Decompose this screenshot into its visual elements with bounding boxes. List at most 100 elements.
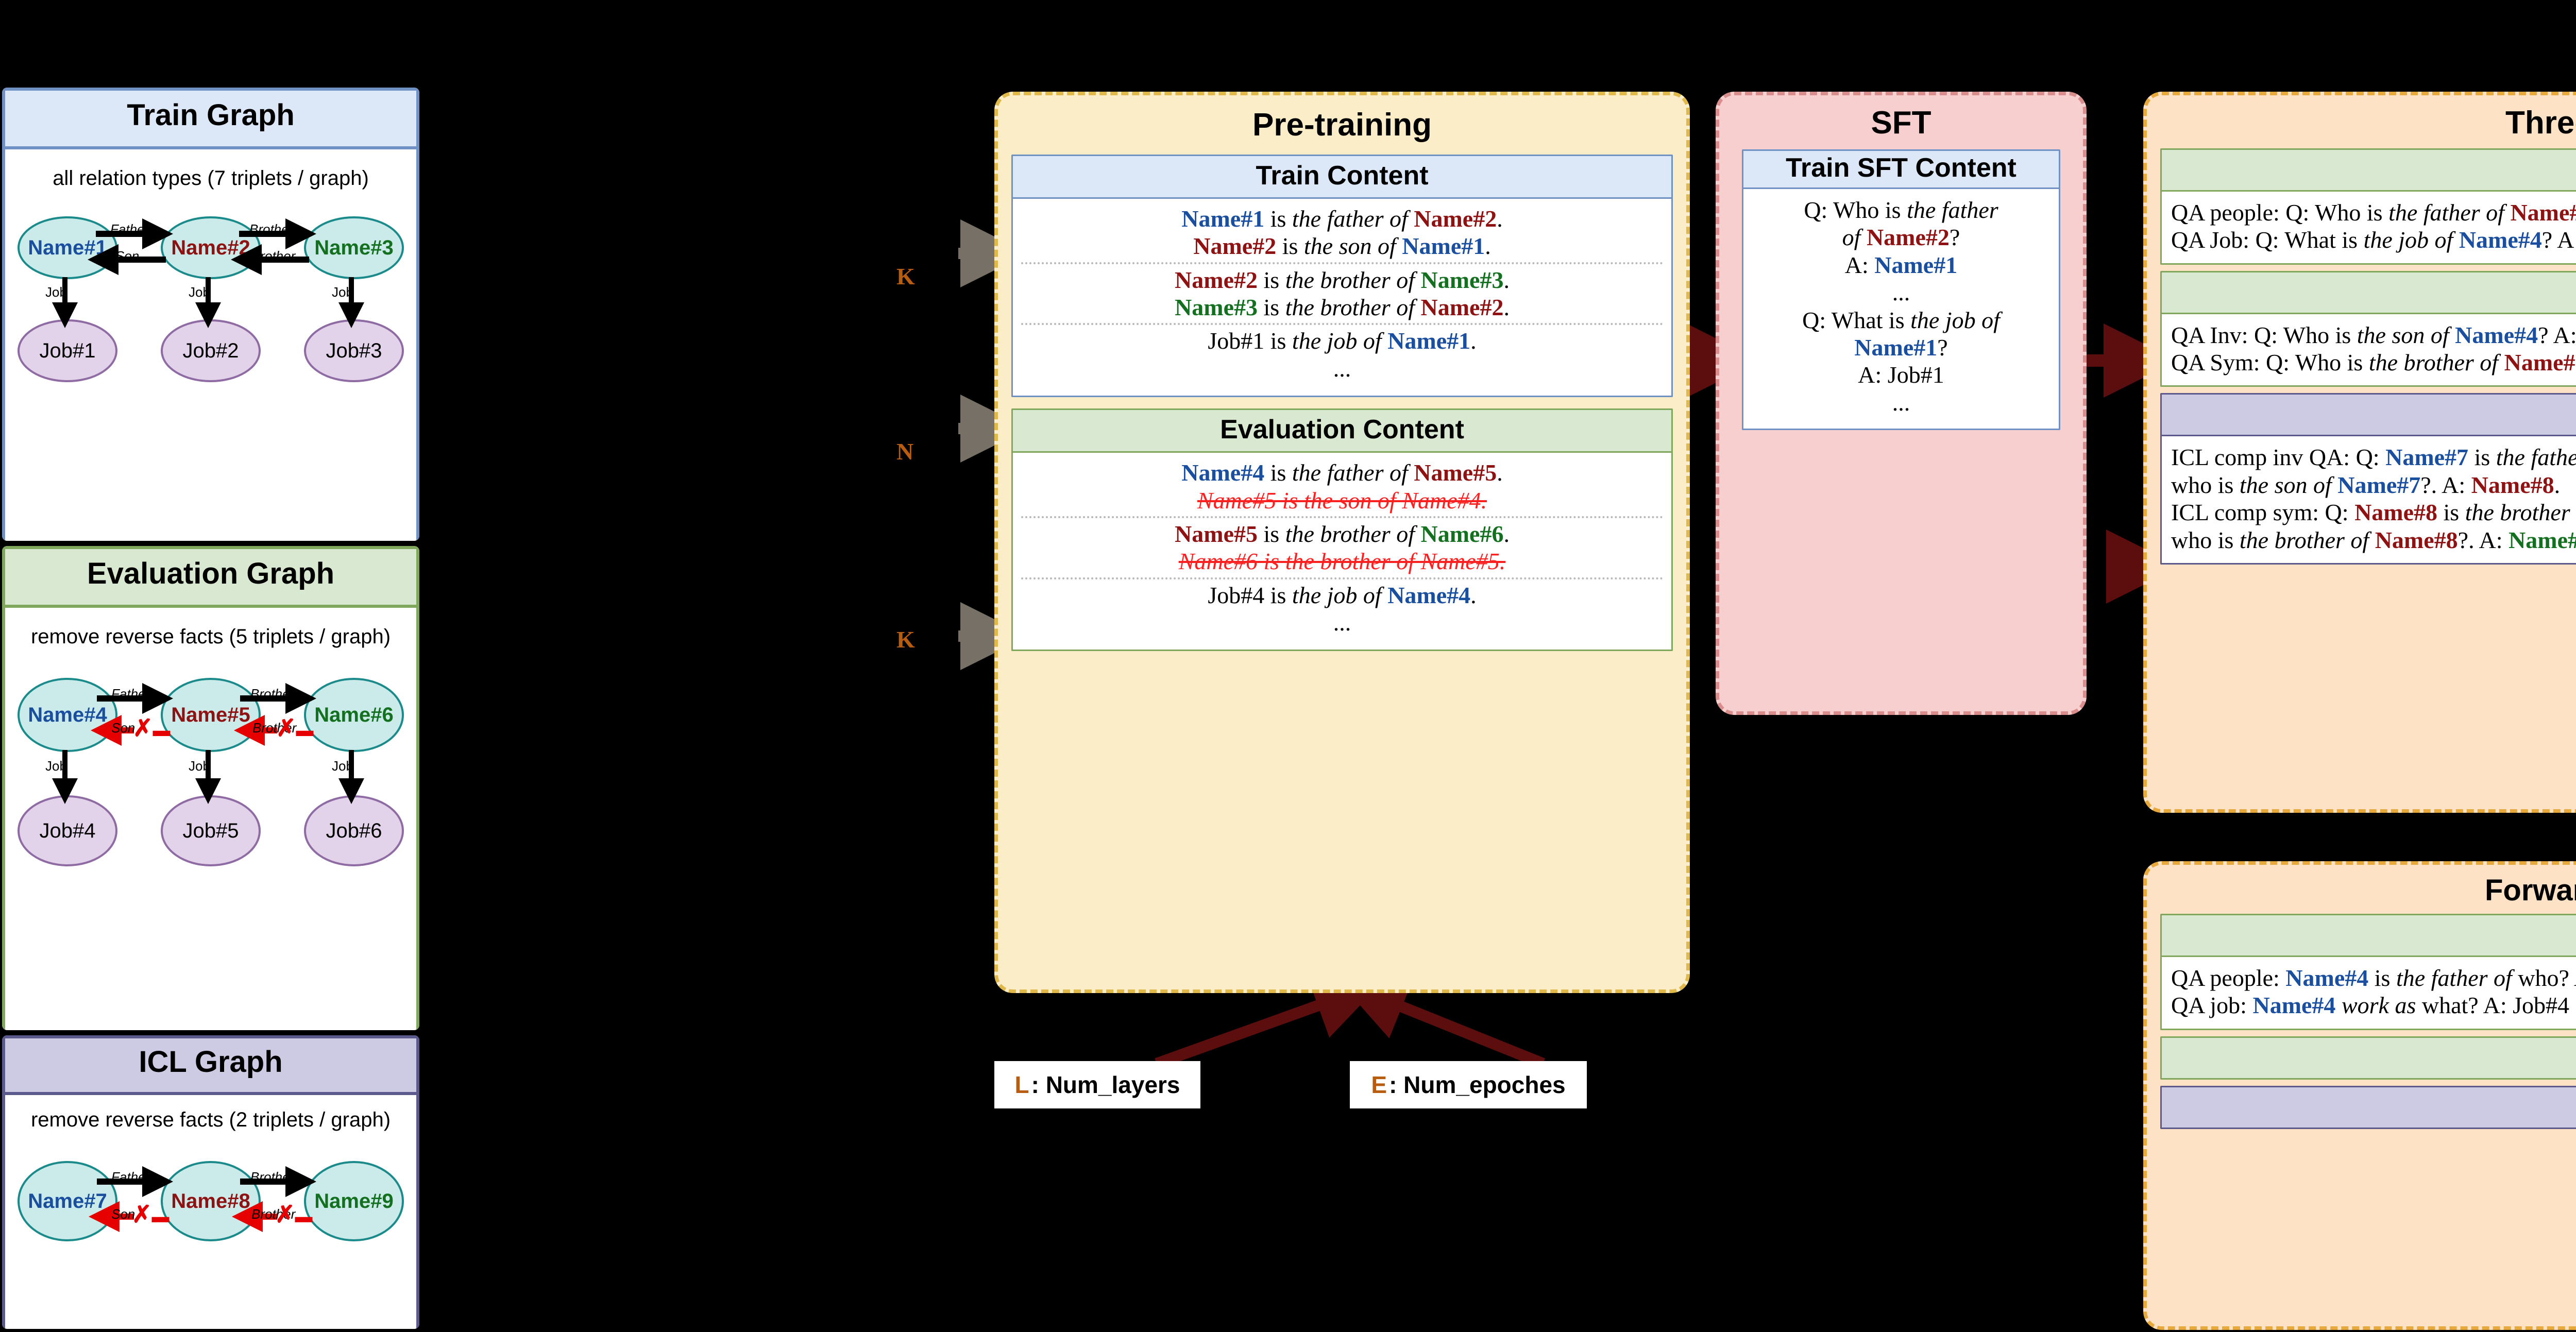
text-segment: is bbox=[1276, 233, 1304, 260]
evaluation-content-card: Evaluation Content Name#4 is the father … bbox=[1011, 408, 1673, 652]
text-segment: the brother of bbox=[2465, 499, 2576, 526]
text-segment: is bbox=[1264, 206, 1292, 232]
text-segment: of bbox=[1842, 224, 1867, 251]
icl-graph-title: ICL Graph bbox=[2, 1035, 419, 1095]
icl-graph-body: remove reverse facts (2 triplets / graph… bbox=[2, 1095, 419, 1329]
text-segment: the brother of bbox=[1285, 520, 1421, 547]
evaluation-content-body: Name#4 is the father of Name#5. Name#5 is… bbox=[1011, 453, 1673, 652]
evaluation-graph-title: Evaluation Graph bbox=[2, 546, 419, 608]
text-segment: Q: What is bbox=[1802, 306, 1911, 333]
forward-format-evaluation-panel: Forward-format Evaluation Memorize QAQA … bbox=[2143, 861, 2576, 1330]
text-segment: the father of bbox=[2496, 444, 2576, 471]
text-segment: Name#6 is the brother of Name#5. bbox=[1178, 548, 1506, 575]
text-segment: QA people: Q: Who is bbox=[2171, 199, 2389, 226]
text-segment: QA people: bbox=[2171, 965, 2286, 991]
text-segment: who? A: bbox=[2518, 965, 2576, 991]
text-segment: the brother of bbox=[1285, 294, 1421, 321]
train-graph-title: Train Graph bbox=[2, 88, 419, 149]
text-segment: is bbox=[2368, 965, 2396, 991]
text-segment: Name#1 bbox=[1854, 334, 1938, 361]
text-segment: . bbox=[1497, 459, 1503, 486]
content-line: Job#1 is the job of Name#1. bbox=[1021, 327, 1663, 354]
content-line: QA people: Name#4 is the father of who? … bbox=[2171, 964, 2576, 992]
edge-label-son: Son bbox=[111, 1206, 135, 1222]
edge-label-son: Son bbox=[111, 720, 135, 736]
content-line: ... bbox=[1021, 355, 1663, 382]
node-job-3: Job#3 bbox=[304, 319, 404, 382]
job-edge-label-3: Job bbox=[332, 284, 353, 300]
legend-key-l: L bbox=[1014, 1071, 1029, 1098]
text-segment: is bbox=[1258, 294, 1285, 321]
text-segment: who is bbox=[2171, 526, 2240, 553]
node-label: Name#3 bbox=[314, 236, 394, 259]
train-graph-subtitle: all relation types (7 triplets / graph) bbox=[53, 167, 369, 190]
eval-section-logic-qa: Logic QAQA Inv: Q: Who is the son of Nam… bbox=[2160, 270, 2576, 387]
eval-section-header: Logic QA bbox=[2160, 270, 2576, 314]
text-segment: QA job: bbox=[2171, 992, 2253, 1019]
text-segment: A: Job#1 bbox=[1858, 362, 1944, 388]
job-edge-label-1: Job bbox=[45, 284, 67, 300]
text-segment: the job of bbox=[1292, 582, 1388, 608]
train-graph-edges bbox=[52, 218, 364, 328]
content-line: Job#4 is the job of Name#4. bbox=[1021, 582, 1663, 609]
content-line: QA Sym: Q: Who is the brother of Name#5?… bbox=[2171, 349, 2576, 376]
text-segment: the father of bbox=[1292, 459, 1414, 486]
text-segment: the son of bbox=[2357, 321, 2455, 348]
text-segment: . bbox=[1503, 266, 1510, 293]
content-line: Name#4 is the father of Name#5. bbox=[1021, 459, 1663, 486]
text-segment: who is bbox=[2171, 471, 2240, 498]
sft-title: SFT bbox=[1871, 105, 1931, 141]
eval-section-header: ICL Logic QA bbox=[2160, 1085, 2576, 1129]
content-line: QA Job: Q: What is the job of Name#4? A:… bbox=[2171, 226, 2576, 253]
text-segment: is bbox=[1264, 459, 1292, 486]
edge-label-brother-top: Brother bbox=[250, 1169, 295, 1185]
text-segment: . bbox=[1503, 294, 1510, 321]
icl-graph-panel: ICL Graph remove reverse facts (2 triple… bbox=[2, 1035, 419, 1329]
node-label: Job#2 bbox=[182, 339, 239, 362]
eval-section-body: QA people: Name#4 is the father of who? … bbox=[2160, 957, 2576, 1030]
eval-section-body: ICL comp inv QA: Q: Name#7 is the father… bbox=[2160, 436, 2576, 565]
content-divider bbox=[1021, 516, 1663, 518]
content-line: ... bbox=[1750, 389, 2053, 416]
train-content-body: Name#1 is the father of Name#2.Name#2 is… bbox=[1011, 199, 1673, 398]
legend-text-e: : Num_epoches bbox=[1389, 1071, 1566, 1098]
evaluation-content-header: Evaluation Content bbox=[1011, 408, 1673, 453]
text-segment: . bbox=[1497, 206, 1503, 232]
eval-section-header: Memorize QA bbox=[2160, 914, 2576, 957]
job-edge-label-6: Job bbox=[332, 758, 353, 774]
text-segment: the job of bbox=[1292, 328, 1388, 354]
content-line: who is the son of Name#7?. A: Name#8. bbox=[2171, 471, 2576, 499]
text-segment: ? bbox=[1949, 224, 1960, 251]
train-content-card: Train Content Name#1 is the father of Na… bbox=[1011, 155, 1673, 398]
node-job-4: Job#4 bbox=[18, 795, 117, 866]
removed-edge-x-icon-1: ✗▬ bbox=[132, 1201, 170, 1227]
sft-panel: SFT Train SFT Content Q: Who is the fath… bbox=[1716, 92, 2087, 715]
content-line: Name#2 is the brother of Name#3. bbox=[1021, 266, 1663, 294]
text-segment: QA Sym: Q: Who is bbox=[2171, 349, 2369, 376]
node-name-9: Name#9 bbox=[304, 1161, 404, 1241]
job-edge-label-5: Job bbox=[189, 758, 210, 774]
train-graph-panel: Train Graph all relation types (7 triple… bbox=[2, 88, 419, 541]
content-line: Name#5 is the brother of Name#6. bbox=[1021, 520, 1663, 548]
train-content-header: Train Content bbox=[1011, 155, 1673, 199]
flow-label-k-top: K bbox=[896, 263, 915, 289]
text-segment: Name#1 bbox=[1181, 206, 1265, 232]
node-label: Job#6 bbox=[326, 819, 382, 842]
text-segment: Name#5 bbox=[2504, 349, 2576, 376]
text-segment: . bbox=[1503, 520, 1510, 547]
legend-num-epoches: E : Num_epoches bbox=[1350, 1061, 1587, 1108]
node-job-6: Job#6 bbox=[304, 795, 404, 866]
eval-section-logic-qa: Logic QA bbox=[2160, 1036, 2576, 1080]
text-segment: the brother of bbox=[2239, 526, 2375, 553]
text-segment: Name#8 bbox=[2471, 471, 2554, 498]
edge-label-brother-bottom: Brother bbox=[251, 248, 296, 264]
content-line: A: Job#1 bbox=[1750, 361, 2053, 388]
text-segment: ? A: Job#4 bbox=[2541, 227, 2576, 253]
node-label: Name#6 bbox=[314, 703, 394, 726]
content-line: of Name#2? bbox=[1750, 224, 2053, 251]
eval-section-body: QA people: Q: Who is the father of Name#… bbox=[2160, 192, 2576, 265]
edge-label-brother-bottom: Brother bbox=[251, 1206, 296, 1222]
text-segment: Name#4 bbox=[2459, 227, 2542, 253]
text-segment: A: bbox=[1844, 251, 1875, 278]
